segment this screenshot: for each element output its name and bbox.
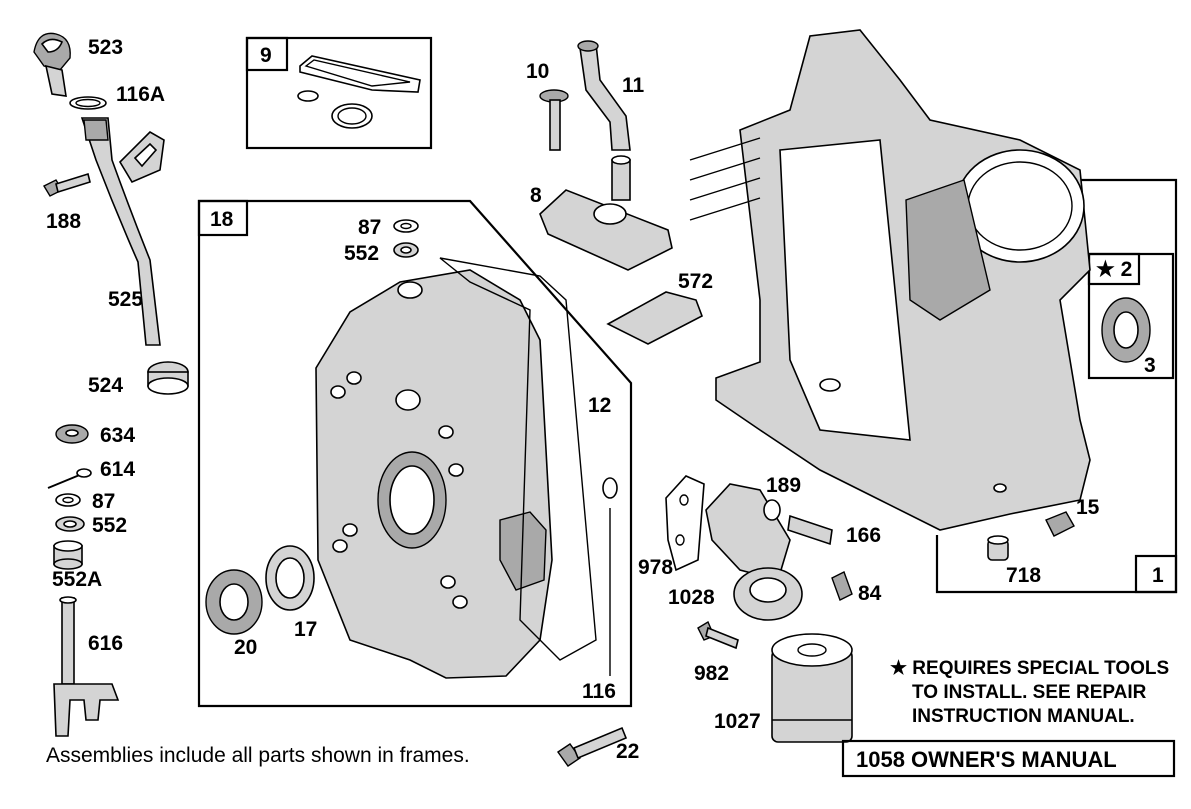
- label-2: ★ 2: [1096, 258, 1132, 281]
- label-12: 12: [588, 394, 611, 417]
- dipstick-cap-part: [33, 32, 71, 97]
- gasket-set-9-part: [297, 55, 421, 129]
- oil-seal-20-part: [205, 569, 263, 635]
- washer-552b-part: [393, 242, 419, 258]
- washer-552-part: [55, 516, 85, 532]
- pin-614-part: [47, 468, 92, 489]
- label-20: 20: [234, 636, 257, 659]
- adapter-1028-part: [705, 483, 803, 621]
- label-116: 116: [582, 680, 616, 703]
- label-15: 15: [1076, 496, 1100, 519]
- breather-cover-8-part: [539, 155, 673, 271]
- washer-87b-part: [393, 219, 419, 233]
- label-614: 614: [100, 458, 135, 481]
- label-718: 718: [1006, 564, 1041, 587]
- label-1027: 1027: [714, 710, 761, 733]
- label-982: 982: [694, 662, 729, 685]
- label-634: 634: [100, 424, 135, 447]
- label-9: 9: [260, 44, 272, 67]
- label-552b: 552: [344, 242, 379, 265]
- label-18: 18: [210, 208, 234, 231]
- label-189: 189: [766, 474, 801, 497]
- dipstick-tube-part: [80, 117, 165, 346]
- label-8: 8: [530, 184, 542, 207]
- frame-1: [935, 178, 1178, 594]
- label-1028: 1028: [668, 586, 715, 609]
- label-552: 552: [92, 514, 127, 537]
- label-166: 166: [846, 524, 881, 547]
- baffle-572-part: [606, 291, 703, 345]
- label-188: 188: [46, 210, 81, 233]
- bolt-22-part: [557, 726, 628, 767]
- o-ring-116-part: [602, 477, 618, 676]
- grommet-524-part: [147, 361, 189, 395]
- fitting-84-part: [831, 571, 853, 601]
- label-11: 11: [622, 74, 645, 97]
- crankcase-cover-part: [315, 269, 553, 679]
- label-523: 523: [88, 36, 123, 59]
- bushing-552a-part: [53, 540, 83, 570]
- governor-shaft-616-part: [53, 596, 120, 737]
- bolt-10-part: [539, 89, 569, 151]
- assemblies-note: Assemblies include all parts shown in fr…: [46, 744, 470, 767]
- label-10: 10: [526, 60, 549, 83]
- washer-189-part: [763, 499, 781, 521]
- bolt-166-part: [787, 514, 833, 546]
- label-978: 978: [638, 556, 673, 579]
- bolt-982-part: [697, 620, 739, 650]
- o-ring-part: [69, 96, 107, 110]
- label-22: 22: [616, 740, 639, 763]
- manual-box: 1058 OWNER'S MANUAL: [841, 739, 1176, 778]
- label-1: 1: [1152, 564, 1164, 587]
- special-tools-note-line1: ★ REQUIRES SPECIAL TOOLS: [890, 658, 1169, 679]
- gasket-978-part: [665, 475, 705, 572]
- label-572: 572: [678, 270, 713, 293]
- label-116a: 116A: [116, 83, 165, 106]
- frame-18: [197, 199, 633, 708]
- special-tools-note-line3: INSTRUCTION MANUAL.: [912, 706, 1135, 727]
- gasket-12-part: [439, 257, 597, 661]
- label-524: 524: [88, 374, 123, 397]
- label-17: 17: [294, 618, 317, 641]
- breather-tube-11-part: [577, 40, 631, 151]
- label-552a: 552A: [52, 568, 102, 591]
- special-tools-note-line2: TO INSTALL. SEE REPAIR: [912, 682, 1147, 703]
- washer-87-part: [55, 493, 81, 507]
- label-84: 84: [858, 582, 882, 605]
- label-525: 525: [108, 288, 143, 311]
- label-616: 616: [88, 632, 123, 655]
- manual-title: 1058 OWNER'S MANUAL: [856, 747, 1117, 772]
- label-87b: 87: [358, 216, 381, 239]
- bearing-17-part: [265, 545, 315, 611]
- bolt-188-part: [43, 172, 91, 197]
- cylinder-block-part: [689, 29, 1091, 531]
- seal-634-part: [55, 424, 89, 444]
- dowel-718-part: [987, 535, 1009, 561]
- label-3: 3: [1144, 354, 1156, 377]
- oil-filter-1027-part: [771, 633, 853, 743]
- plug-15-part: [1045, 511, 1075, 537]
- label-87: 87: [92, 490, 115, 513]
- oil-seal-3-part: [1101, 297, 1151, 363]
- frame-9: [245, 36, 433, 150]
